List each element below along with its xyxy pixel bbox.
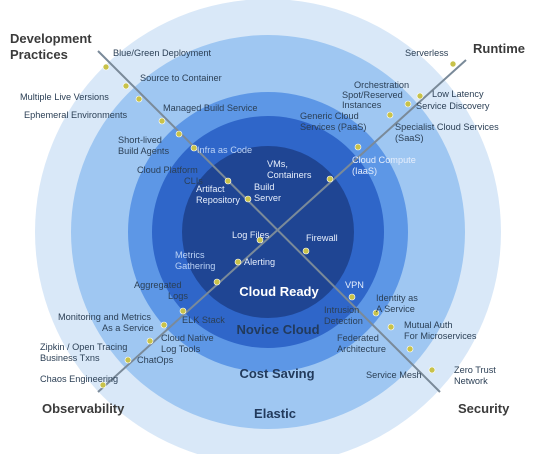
dot bbox=[326, 175, 334, 183]
dot bbox=[387, 323, 395, 331]
dot bbox=[256, 236, 264, 244]
label-orchestration-3: Instances bbox=[342, 100, 382, 110]
axis-dots-a bbox=[102, 63, 436, 374]
label-firewall: Firewall bbox=[306, 233, 338, 243]
label-generic-cloud-2: Services (PaaS) bbox=[300, 122, 366, 132]
dot bbox=[406, 345, 414, 353]
dot bbox=[122, 82, 130, 90]
label-service-discovery: Service Discovery bbox=[416, 101, 490, 111]
axis-dev-security bbox=[97, 50, 441, 393]
corner-label-runtime: Runtime bbox=[473, 41, 525, 56]
ring-label-elastic: Elastic bbox=[254, 406, 296, 421]
dot bbox=[416, 92, 424, 100]
label-aggregated-1: Aggregated bbox=[134, 280, 182, 290]
dot bbox=[404, 100, 412, 108]
corner-label-security: Security bbox=[458, 401, 510, 416]
label-zipkin-2: Business Txns bbox=[40, 353, 100, 363]
label-intrusion-1: Intrusion bbox=[324, 305, 359, 315]
label-serverless: Serverless bbox=[405, 48, 449, 58]
dot bbox=[244, 195, 252, 203]
dot bbox=[160, 321, 168, 329]
ring-label-cloud-ready: Cloud Ready bbox=[239, 284, 319, 299]
label-short-lived-2: Build Agents bbox=[118, 146, 169, 156]
dot bbox=[158, 117, 166, 125]
label-cloud-compute-1: Cloud Compute bbox=[352, 155, 416, 165]
dot bbox=[135, 95, 143, 103]
corner-label-dev-1: Development bbox=[10, 31, 92, 46]
axis-observability-runtime bbox=[97, 59, 467, 393]
dot bbox=[146, 337, 154, 345]
dot bbox=[234, 258, 242, 266]
label-cloud-compute-2: (IaaS) bbox=[352, 166, 377, 176]
label-identity-2: A Service bbox=[376, 304, 415, 314]
label-low-latency: Low Latency bbox=[432, 89, 484, 99]
label-intrusion-2: Detection bbox=[324, 316, 363, 326]
dot bbox=[190, 144, 198, 152]
label-alerting: Alerting bbox=[244, 257, 275, 267]
dot bbox=[372, 309, 380, 317]
label-cloud-native-1: Cloud Native bbox=[161, 333, 214, 343]
label-service-mesh: Service Mesh bbox=[366, 370, 422, 380]
label-aggregated-2: Logs bbox=[168, 291, 188, 301]
dot bbox=[175, 130, 183, 138]
dot bbox=[354, 143, 362, 151]
corner-label-observability: Observability bbox=[42, 401, 125, 416]
dot bbox=[428, 366, 436, 374]
label-vms-2: Containers bbox=[267, 170, 312, 180]
label-identity-1: Identity as bbox=[376, 293, 418, 303]
label-multiple-live-versions: Multiple Live Versions bbox=[20, 92, 109, 102]
label-elk-stack: ELK Stack bbox=[182, 315, 225, 325]
dot bbox=[99, 381, 107, 389]
label-short-lived-1: Short-lived bbox=[118, 135, 162, 145]
label-artifact-1: Artifact bbox=[196, 184, 225, 194]
label-orchestration-1: Orchestration bbox=[354, 80, 409, 90]
label-monitoring-1: Monitoring and Metrics bbox=[58, 312, 151, 322]
ring-label-novice-cloud: Novice Cloud bbox=[236, 322, 319, 337]
dot bbox=[348, 293, 356, 301]
label-build-1: Build bbox=[254, 182, 274, 192]
label-cloud-platform-1: Cloud Platform bbox=[137, 165, 198, 175]
label-orchestration-2: Spot/Reserved bbox=[342, 90, 403, 100]
label-infra-as-code: Infra as Code bbox=[197, 145, 252, 155]
label-specialist-1: Specialist Cloud Services bbox=[395, 122, 499, 132]
label-cloud-platform-2: CLIs bbox=[184, 176, 203, 186]
label-vpn: VPN bbox=[345, 280, 364, 290]
label-generic-cloud-1: Generic Cloud bbox=[300, 111, 359, 121]
dot bbox=[449, 60, 457, 68]
dot bbox=[102, 63, 110, 71]
dot bbox=[213, 278, 221, 286]
label-vms-1: VMs, bbox=[267, 159, 288, 169]
ring-label-cost-saving: Cost Saving bbox=[239, 366, 314, 381]
corner-label-dev-2: Practices bbox=[10, 47, 68, 62]
dot bbox=[224, 177, 232, 185]
label-metrics-2: Gathering bbox=[175, 261, 215, 271]
label-zero-trust-2: Network bbox=[454, 376, 488, 386]
label-chaos: Chaos Engineering bbox=[40, 374, 118, 384]
label-federated-2: Architecture bbox=[337, 344, 386, 354]
label-source-to-container: Source to Container bbox=[140, 73, 222, 83]
dot bbox=[386, 111, 394, 119]
label-cloud-native-2: Log Tools bbox=[161, 344, 201, 354]
axis-dots-b bbox=[99, 60, 457, 389]
label-log-files: Log Files bbox=[232, 230, 270, 240]
dot bbox=[302, 247, 310, 255]
dot bbox=[179, 307, 187, 315]
label-ephemeral: Ephemeral Environments bbox=[24, 110, 128, 120]
label-metrics-1: Metrics bbox=[175, 250, 205, 260]
label-mutual-2: For Microservices bbox=[404, 331, 477, 341]
label-mutual-1: Mutual Auth bbox=[404, 320, 453, 330]
label-specialist-2: (SaaS) bbox=[395, 133, 424, 143]
label-artifact-2: Repository bbox=[196, 195, 240, 205]
dot bbox=[124, 356, 132, 364]
label-build-2: Server bbox=[254, 193, 281, 203]
label-blue-green: Blue/Green Deployment bbox=[113, 48, 211, 58]
label-chatops: ChatOps bbox=[137, 355, 174, 365]
label-zero-trust-1: Zero Trust bbox=[454, 365, 496, 375]
label-zipkin-1: Zipkin / Open Tracing bbox=[40, 342, 127, 352]
label-federated-1: Federated bbox=[337, 333, 379, 343]
label-monitoring-2: As a Service bbox=[102, 323, 154, 333]
label-managed-build: Managed Build Service bbox=[163, 103, 257, 113]
ring-core bbox=[182, 146, 354, 318]
